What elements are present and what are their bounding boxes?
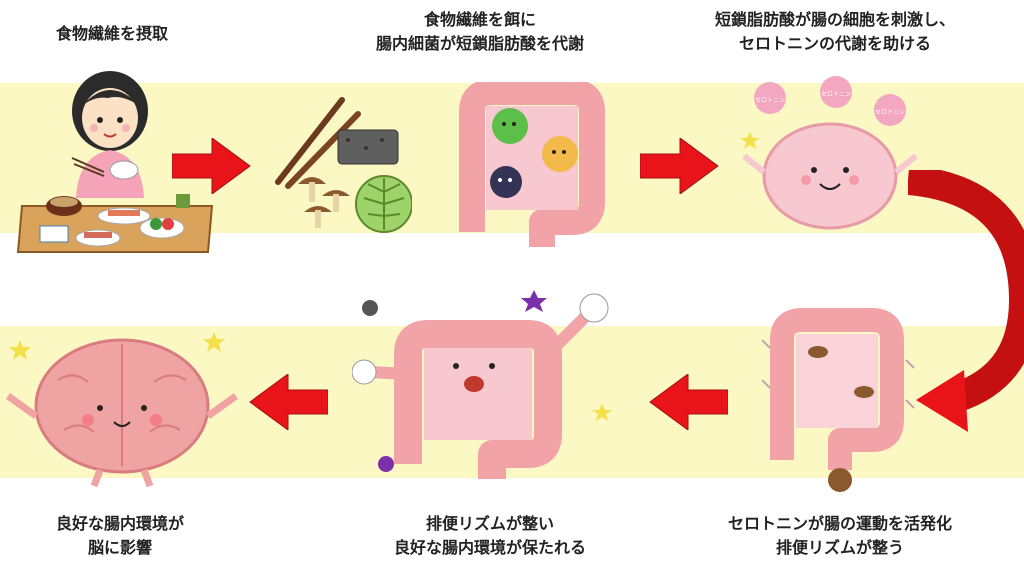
step-3-line2: セロトニンの代謝を助ける bbox=[738, 34, 931, 53]
step-6-line2: 脳に影響 bbox=[87, 538, 152, 557]
step-6-caption: 良好な腸内環境が 脳に影響 bbox=[20, 512, 220, 560]
step-4-line2: 排便リズムが整う bbox=[775, 538, 904, 557]
step-3-line1: 短鎖脂肪酸が腸の細胞を刺激し、 bbox=[714, 10, 955, 29]
serotonin-label-2: セロトニン bbox=[821, 91, 851, 98]
arrow-step5-to-step6 bbox=[249, 374, 328, 430]
step-2-caption: 食物繊維を餌に 腸内細菌が短鎖脂肪酸を代謝 bbox=[330, 8, 630, 56]
arrow-step2-to-step3 bbox=[640, 138, 719, 194]
step-1-line1: 食物繊維を摂取 bbox=[55, 24, 168, 43]
step-2-line1: 食物繊維を餌に bbox=[423, 10, 536, 29]
step-3-caption: 短鎖脂肪酸が腸の細胞を刺激し、 セロトニンの代謝を助ける bbox=[670, 8, 1000, 56]
step-4-caption: セロトニンが腸の運動を活発化 排便リズムが整う bbox=[680, 512, 1000, 560]
girl-eating-illustration bbox=[16, 71, 214, 253]
step-4-line1: セロトニンが腸の運動を活発化 bbox=[727, 514, 952, 533]
arrow-step1-to-step2 bbox=[172, 138, 251, 194]
healthy-gut-illustration bbox=[352, 290, 612, 479]
step-1-caption: 食物繊維を摂取 bbox=[22, 22, 202, 46]
serotonin-label-3: セロトニン bbox=[875, 109, 905, 116]
serotonin-label-1: セロトニン bbox=[755, 97, 785, 104]
happy-brain-illustration bbox=[5, 332, 239, 488]
fiber-foods-illustration bbox=[275, 97, 412, 233]
step-2-line2: 腸内細菌が短鎖脂肪酸を代謝 bbox=[375, 34, 584, 53]
arrow-step4-to-step5 bbox=[649, 374, 728, 430]
curved-arrow-step3-to-step4 bbox=[908, 170, 1024, 432]
step-6-line1: 良好な腸内環境が bbox=[55, 514, 184, 533]
step-5-line2: 良好な腸内環境が保たれる bbox=[393, 538, 586, 557]
step-5-line1: 排便リズムが整い bbox=[425, 514, 554, 533]
active-gut-illustration bbox=[761, 308, 915, 492]
happy-gut-serotonin-illustration: セロトニン セロトニン セロトニン bbox=[740, 76, 918, 230]
gut-bacteria-illustration bbox=[459, 82, 605, 247]
step-5-caption: 排便リズムが整い 良好な腸内環境が保たれる bbox=[350, 512, 630, 560]
